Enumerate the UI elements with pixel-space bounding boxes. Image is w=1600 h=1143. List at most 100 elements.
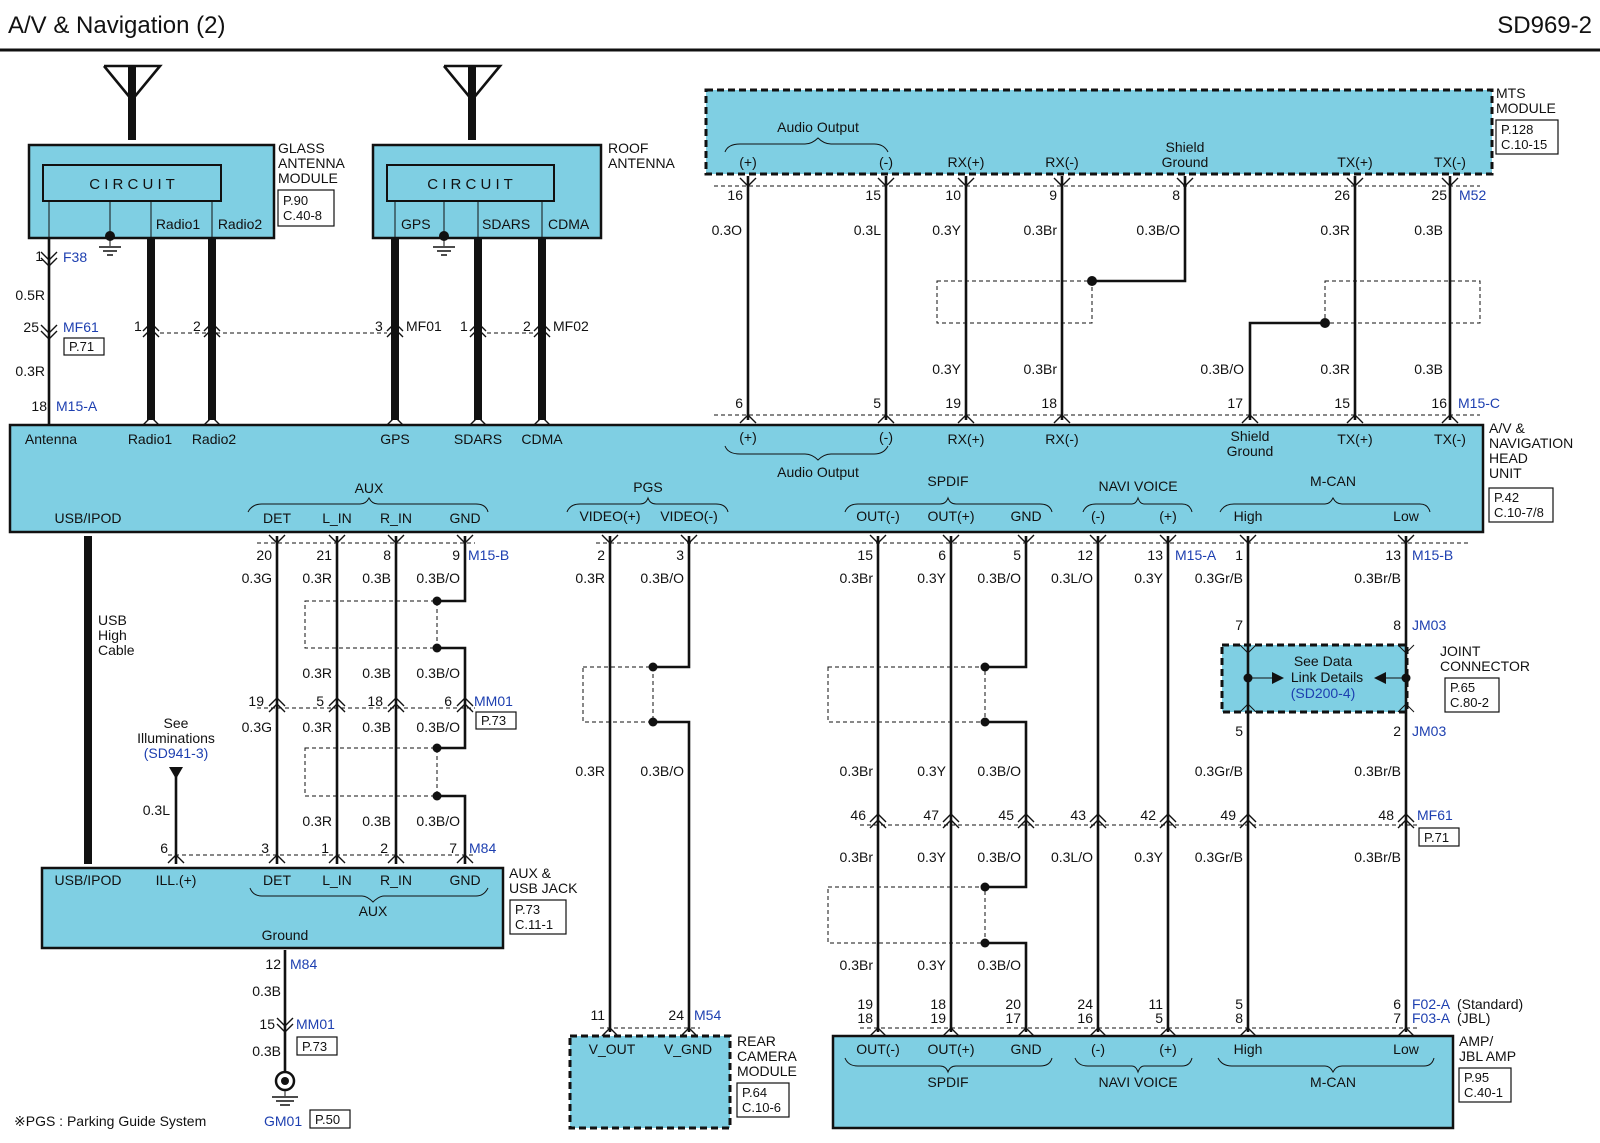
svg-text:16: 16 (1431, 395, 1447, 411)
svg-text:0.3R: 0.3R (1320, 361, 1350, 377)
mts-name-2: MODULE (1496, 100, 1556, 116)
svg-text:45: 45 (998, 807, 1014, 823)
hu-pin-l-in: L_IN (322, 510, 352, 526)
amp-pin-can-high: High (1234, 1041, 1263, 1057)
svg-text:0.3B/O: 0.3B/O (977, 849, 1021, 865)
rear-cam-ref-1: P.64 (742, 1085, 767, 1100)
svg-text:7: 7 (1235, 617, 1243, 633)
hu-pin-navi-plus: (+) (1159, 508, 1177, 524)
svg-text:0.3R: 0.3R (575, 763, 605, 779)
svg-text:0.3Br: 0.3Br (840, 957, 874, 973)
svg-text:0.3B: 0.3B (252, 983, 281, 999)
svg-text:0.3R: 0.3R (1320, 222, 1350, 238)
ref-p71-b: P.71 (1424, 830, 1449, 845)
hu-name-4: UNIT (1489, 465, 1522, 481)
svg-text:5: 5 (1013, 547, 1021, 563)
mts-pin-tx-minus: TX(-) (1434, 154, 1466, 170)
aux-jack-name-2: USB JACK (509, 880, 578, 896)
glass-ref-2: C.40-8 (283, 208, 322, 223)
svg-text:15: 15 (865, 187, 881, 203)
svg-text:0.3R: 0.3R (302, 719, 332, 735)
svg-text:0.3Br: 0.3Br (840, 849, 874, 865)
svg-text:48: 48 (1378, 807, 1394, 823)
glass-name-2: ANTENNA (278, 155, 346, 171)
joint-name-2: CONNECTOR (1440, 658, 1530, 674)
rear-cam-pin-v-out: V_OUT (589, 1041, 636, 1057)
hu-group-navi-voice: NAVI VOICE (1098, 478, 1177, 494)
roof-pin-gps: GPS (401, 216, 431, 232)
hu-pin-video-plus: VIDEO(+) (579, 508, 640, 524)
mts-group-audio: Audio Output (777, 119, 859, 135)
aux-jack-ref-2: C.11-1 (515, 917, 553, 932)
amp-pin-out-minus: OUT(-) (856, 1041, 900, 1057)
svg-text:18: 18 (31, 398, 47, 414)
svg-text:0.3Y: 0.3Y (932, 361, 961, 377)
rear-camera-module (568, 1034, 732, 1130)
svg-text:47: 47 (923, 807, 939, 823)
aux-jack-pin-l-in: L_IN (322, 872, 352, 888)
svg-text:1: 1 (321, 840, 329, 856)
hu-group-aux: AUX (355, 480, 384, 496)
svg-text:10: 10 (945, 187, 961, 203)
glass-ground-icon (99, 231, 121, 256)
hu-group-spdif: SPDIF (927, 473, 968, 489)
svg-text:6: 6 (735, 395, 743, 411)
antenna-connector-marks (40, 251, 551, 426)
svg-text:0.3Y: 0.3Y (1134, 849, 1163, 865)
hu-pin-audio-plus: (+) (739, 429, 757, 445)
hu-pin-gps: GPS (380, 431, 410, 447)
hu-name-3: HEAD (1489, 450, 1528, 466)
roof-circuit-label: C I R C U I T (427, 176, 513, 193)
rear-cam-name-2: CAMERA (737, 1048, 798, 1064)
hu-group-pgs: PGS (633, 479, 663, 495)
glass-ref-box (277, 189, 335, 227)
ground-icon (272, 1070, 298, 1106)
conn-m15b-b: M15-B (1412, 547, 1453, 563)
mts-pin-ground: Ground (1162, 154, 1209, 170)
hu-pin-shield: Shield (1231, 428, 1270, 444)
aux-jack-ref-box (509, 899, 567, 935)
svg-text:49: 49 (1220, 807, 1236, 823)
conn-f03a: F03-A (1412, 1010, 1451, 1026)
svg-text:0.3B/O: 0.3B/O (977, 570, 1021, 586)
hu-pin-aux-gnd: GND (449, 510, 480, 526)
svg-text:0.3Y: 0.3Y (917, 957, 946, 973)
conn-m54: M54 (694, 1007, 721, 1023)
conn-mf61-b: MF61 (1417, 807, 1453, 823)
mts-pin-audio-minus: (-) (879, 154, 893, 170)
svg-text:5: 5 (873, 395, 881, 411)
roof-pin-sdars: SDARS (482, 216, 530, 232)
amp-pin-can-low: Low (1393, 1041, 1420, 1057)
hu-pin-rx-minus: RX(-) (1045, 431, 1078, 447)
svg-text:5: 5 (316, 693, 324, 709)
svg-text:1: 1 (1235, 547, 1243, 563)
conn-jm03-b: JM03 (1412, 723, 1446, 739)
svg-text:0.3B/O: 0.3B/O (416, 719, 460, 735)
mts-pin-rx-plus: RX(+) (948, 154, 985, 170)
svg-text:17: 17 (1005, 1010, 1021, 1026)
conn-standard: (Standard) (1457, 996, 1523, 1012)
page-title: A/V & Navigation (2) (8, 12, 225, 39)
svg-text:0.3B: 0.3B (1414, 361, 1443, 377)
footnote: ※PGS : Parking Guide System (14, 1113, 206, 1129)
hu-ref-box (1488, 487, 1554, 523)
mts-pin-tx-plus: TX(+) (1337, 154, 1372, 170)
svg-text:0.3R: 0.3R (302, 570, 332, 586)
svg-text:0.3Br/B: 0.3Br/B (1354, 570, 1401, 586)
svg-text:12: 12 (265, 956, 281, 972)
joint-link-sd200[interactable]: (SD200-4) (1291, 685, 1356, 701)
illum-link[interactable]: (SD941-3) (144, 745, 209, 761)
hu-pin-radio2: Radio2 (192, 431, 237, 447)
svg-text:6: 6 (1393, 996, 1401, 1012)
svg-text:0.3L: 0.3L (854, 222, 881, 238)
svg-text:0.3R: 0.3R (575, 570, 605, 586)
aux-jack-pin-r-in: R_IN (380, 872, 412, 888)
svg-text:19: 19 (857, 996, 873, 1012)
svg-text:0.3Y: 0.3Y (932, 222, 961, 238)
svg-text:0.3O: 0.3O (712, 222, 742, 238)
svg-text:26: 26 (1334, 187, 1350, 203)
usb-cable-label-3: Cable (98, 642, 135, 658)
rear-cam-pin-v-gnd: V_GND (664, 1041, 712, 1057)
ref-p50: P.50 (315, 1112, 340, 1127)
